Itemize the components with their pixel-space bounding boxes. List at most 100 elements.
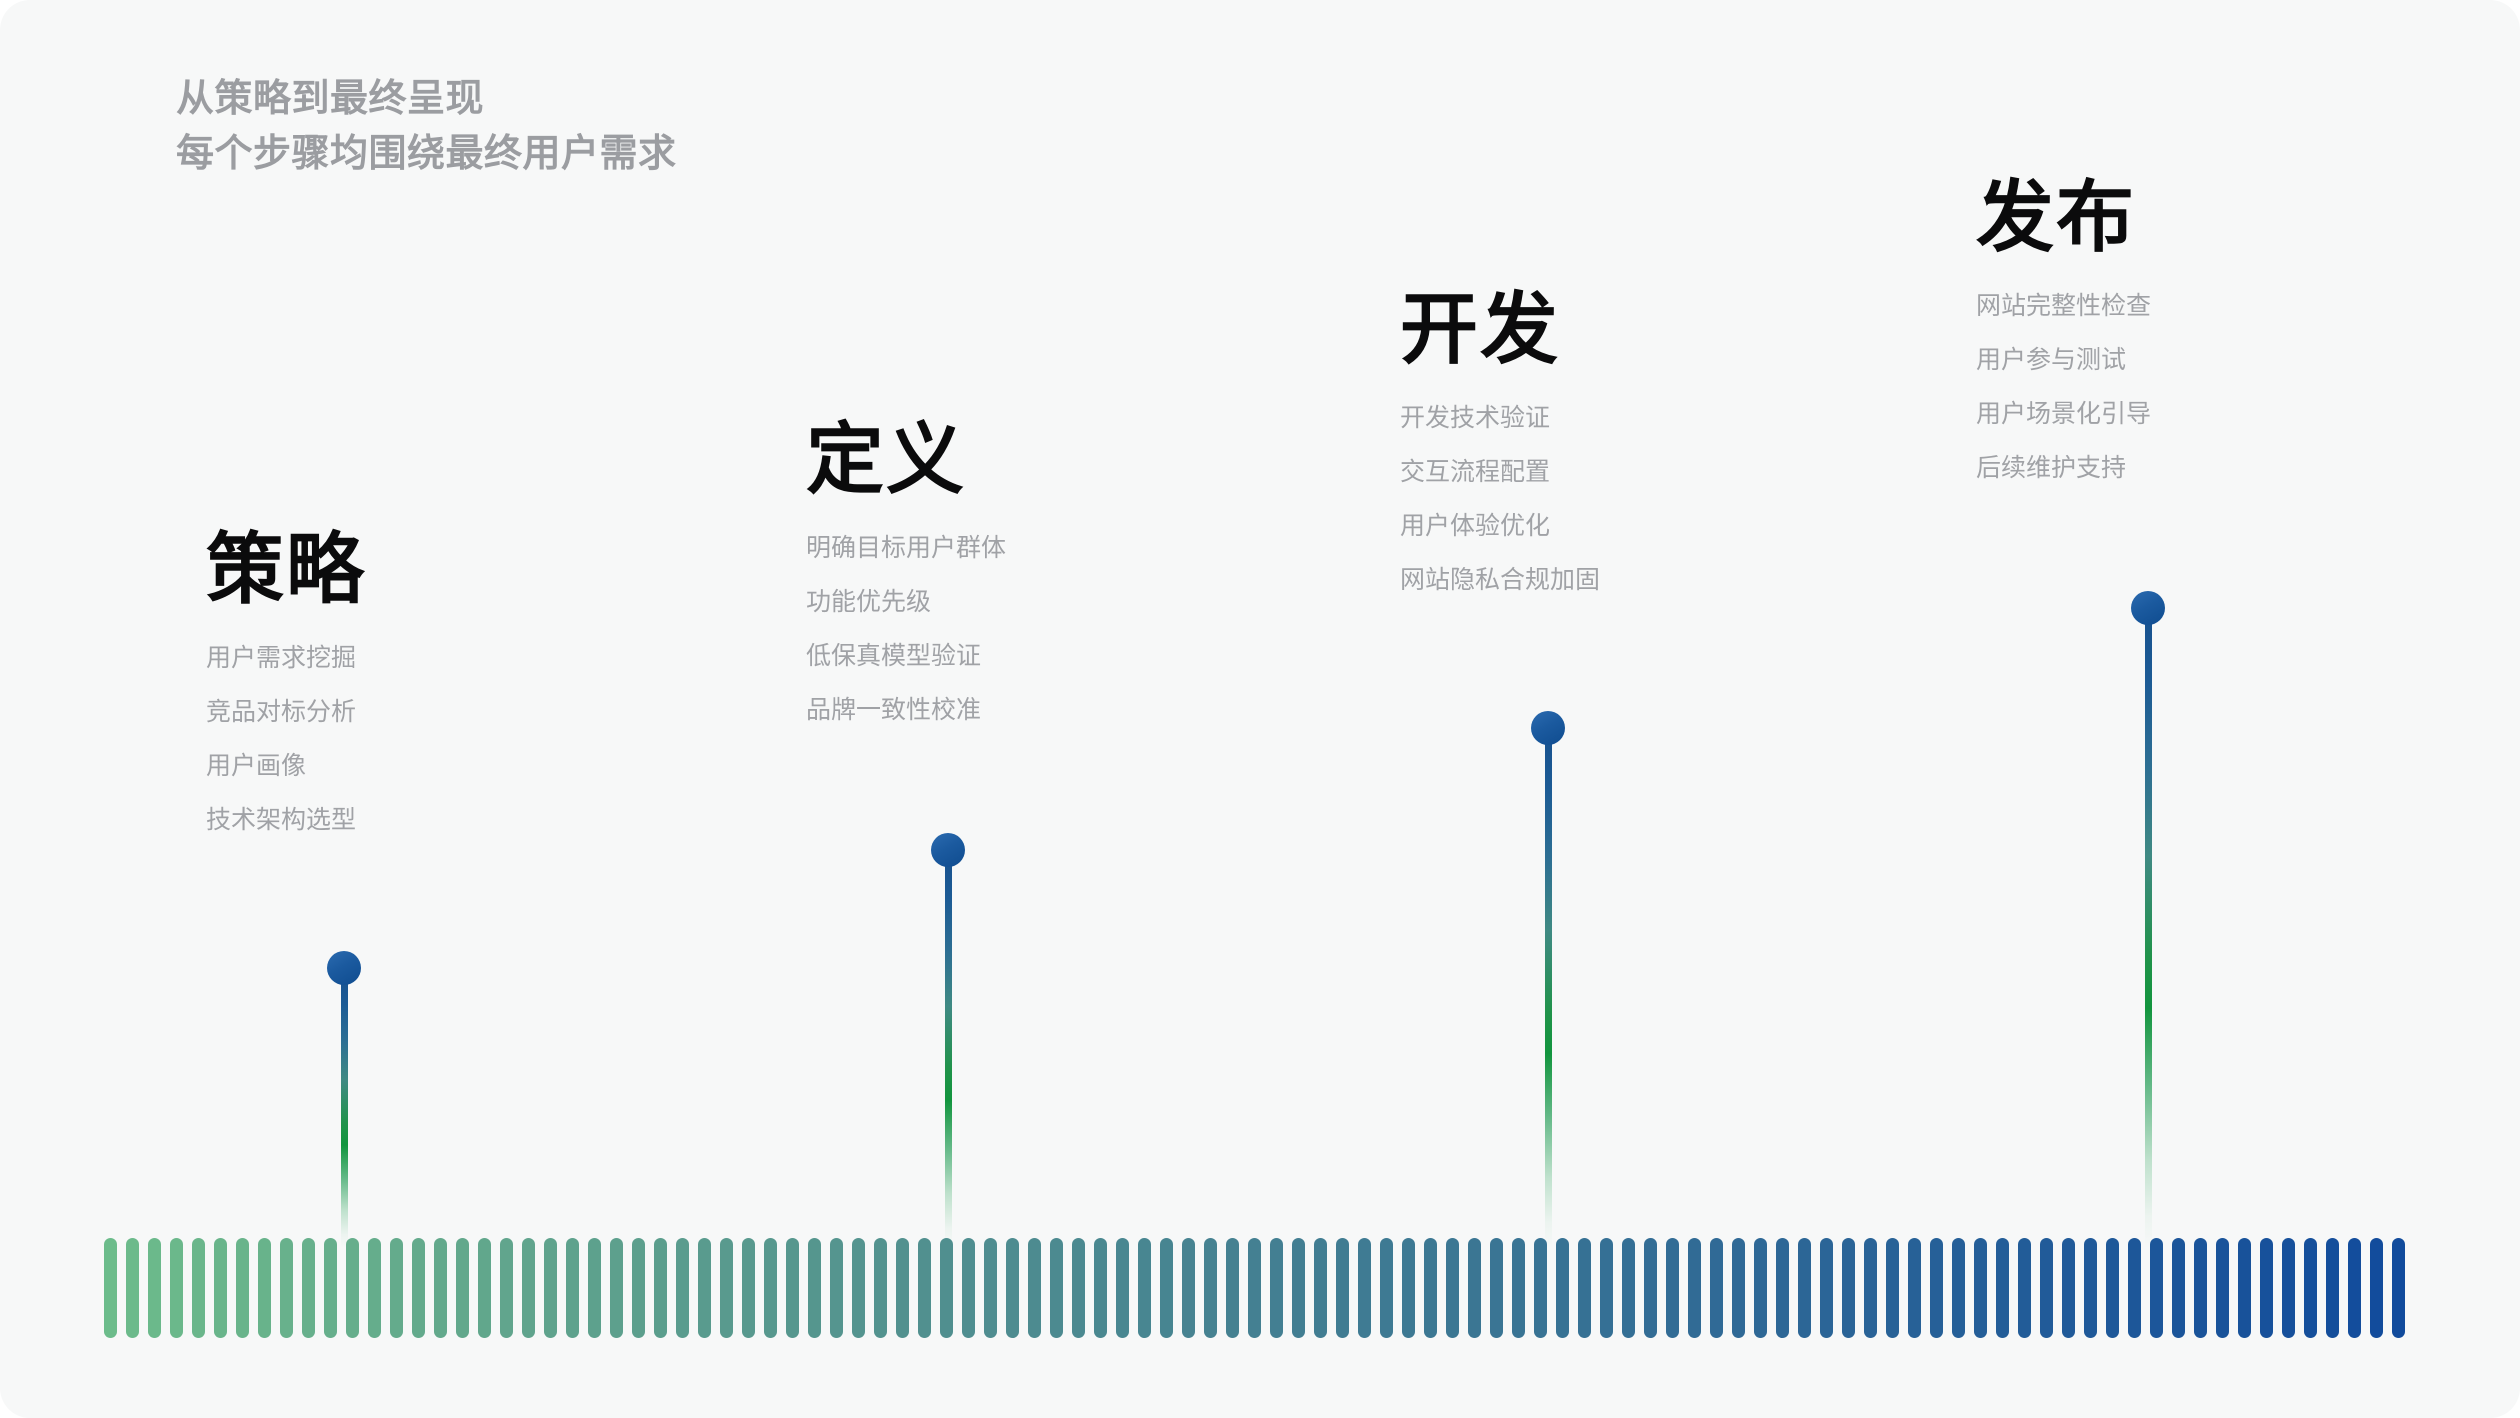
strip-bar <box>1644 1238 1657 1338</box>
strip-bar <box>126 1238 139 1338</box>
strip-bar <box>2392 1238 2405 1338</box>
strip-bar <box>698 1238 711 1338</box>
list-item: 用户画像 <box>206 752 307 780</box>
marker-dot-icon[interactable] <box>2131 591 2165 625</box>
strip-bar <box>1204 1238 1217 1338</box>
strip-bar <box>1754 1238 1767 1338</box>
strip-bar <box>434 1238 447 1338</box>
strip-bar <box>522 1238 535 1338</box>
stage-item-list: 网站完整性检查 用户参与测试 用户场景化引导 后续维护支持 <box>1976 294 2151 481</box>
heading-line-1: 从策略到最终呈现 <box>176 78 485 120</box>
strip-bar <box>1094 1238 1107 1338</box>
strip-bar <box>874 1238 887 1338</box>
stage-block-3: 开发 开发技术验证 交互流程配置 用户体验优化 网站隐私合规加固 <box>1400 290 1600 593</box>
marker-stem <box>2145 617 2152 1248</box>
strip-bar <box>478 1238 491 1338</box>
strip-bar <box>720 1238 733 1338</box>
stage-title: 开发 <box>1400 285 1561 373</box>
strip-bar <box>1710 1238 1723 1338</box>
strip-bar <box>104 1238 117 1338</box>
strip-bar <box>148 1238 161 1338</box>
strip-bar <box>808 1238 821 1338</box>
stage-marker-4[interactable] <box>2131 591 2165 1256</box>
stage-marker-3[interactable] <box>1531 711 1565 1256</box>
heading-line-2: 每个步骤均围绕最终用户需求 <box>176 133 677 176</box>
list-item: 交互流程配置 <box>1400 458 1551 486</box>
strip-bar <box>962 1238 975 1338</box>
stage-title: 策略 <box>206 525 367 613</box>
marker-dot-icon[interactable] <box>931 833 965 867</box>
strip-bar <box>654 1238 667 1338</box>
strip-bar <box>2106 1238 2119 1338</box>
strip-bar <box>214 1238 227 1338</box>
strip-bar <box>258 1238 271 1338</box>
strip-bar <box>2062 1238 2075 1338</box>
marker-dot-icon[interactable] <box>1531 711 1565 745</box>
strip-bar <box>1226 1238 1239 1338</box>
strip-bar <box>1842 1238 1855 1338</box>
strip-bar <box>1006 1238 1019 1338</box>
marker-stem <box>945 859 952 1248</box>
strip-bar <box>544 1238 557 1338</box>
strip-bar <box>2172 1238 2185 1338</box>
strip-bar <box>632 1238 645 1338</box>
strip-bar <box>2326 1238 2339 1338</box>
strip-bar <box>1600 1238 1613 1338</box>
strip-bar <box>2018 1238 2031 1338</box>
strip-bar <box>786 1238 799 1338</box>
strip-bar <box>1160 1238 1173 1338</box>
strip-bar <box>346 1238 359 1338</box>
list-item: 用户参与测试 <box>1976 346 2127 374</box>
strip-bar <box>1798 1238 1811 1338</box>
strip-bar <box>2348 1238 2361 1338</box>
marker-stem <box>341 977 348 1248</box>
marker-dot-icon[interactable] <box>327 951 361 985</box>
strip-bar <box>1116 1238 1129 1338</box>
strip-bar <box>1446 1238 1459 1338</box>
strip-bar <box>1490 1238 1503 1338</box>
page-heading: 从策略到最终呈现 每个步骤均围绕最终用户需求 <box>176 72 677 183</box>
strip-bar <box>302 1238 315 1338</box>
strip-bar <box>170 1238 183 1338</box>
strip-bar <box>368 1238 381 1338</box>
marker-stem <box>1545 737 1552 1248</box>
strip-bar <box>236 1238 249 1338</box>
list-item: 低保真模型验证 <box>806 642 982 670</box>
strip-bar <box>940 1238 953 1338</box>
list-item: 后续维护支持 <box>1976 454 2127 482</box>
list-item: 开发技术验证 <box>1400 404 1551 432</box>
list-item: 明确目标用户群体 <box>806 534 1007 562</box>
strip-bar <box>1578 1238 1591 1338</box>
strip-bar <box>1402 1238 1415 1338</box>
stage-marker-2[interactable] <box>931 833 965 1256</box>
timeline-bar-strip <box>104 1238 2405 1338</box>
strip-bar <box>742 1238 755 1338</box>
list-item: 竞品对标分析 <box>206 698 357 726</box>
strip-bar <box>2084 1238 2097 1338</box>
list-item: 品牌一致性校准 <box>806 696 982 724</box>
stage-item-list: 用户需求挖掘 竞品对标分析 用户画像 技术架构选型 <box>206 646 366 833</box>
strip-bar <box>896 1238 909 1338</box>
strip-bar <box>1358 1238 1371 1338</box>
strip-bar <box>1666 1238 1679 1338</box>
list-item: 用户场景化引导 <box>1976 400 2152 428</box>
strip-bar <box>456 1238 469 1338</box>
strip-bar <box>1864 1238 1877 1338</box>
strip-bar <box>984 1238 997 1338</box>
stage-block-4: 发布 网站完整性检查 用户参与测试 用户场景化引导 后续维护支持 <box>1976 178 2151 481</box>
list-item: 用户需求挖掘 <box>206 644 357 672</box>
stage-block-1: 策略 用户需求挖掘 竞品对标分析 用户画像 技术架构选型 <box>206 530 366 833</box>
strip-bar <box>676 1238 689 1338</box>
stage-title: 发布 <box>1976 173 2137 261</box>
strip-bar <box>1556 1238 1569 1338</box>
strip-bar <box>2128 1238 2141 1338</box>
strip-bar <box>566 1238 579 1338</box>
stage-title: 定义 <box>806 415 967 503</box>
strip-bar <box>2150 1238 2163 1338</box>
strip-bar <box>1996 1238 2009 1338</box>
strip-bar <box>1468 1238 1481 1338</box>
stage-marker-1[interactable] <box>327 951 361 1256</box>
list-item: 技术架构选型 <box>206 806 357 834</box>
list-item: 网站完整性检查 <box>1976 292 2152 320</box>
